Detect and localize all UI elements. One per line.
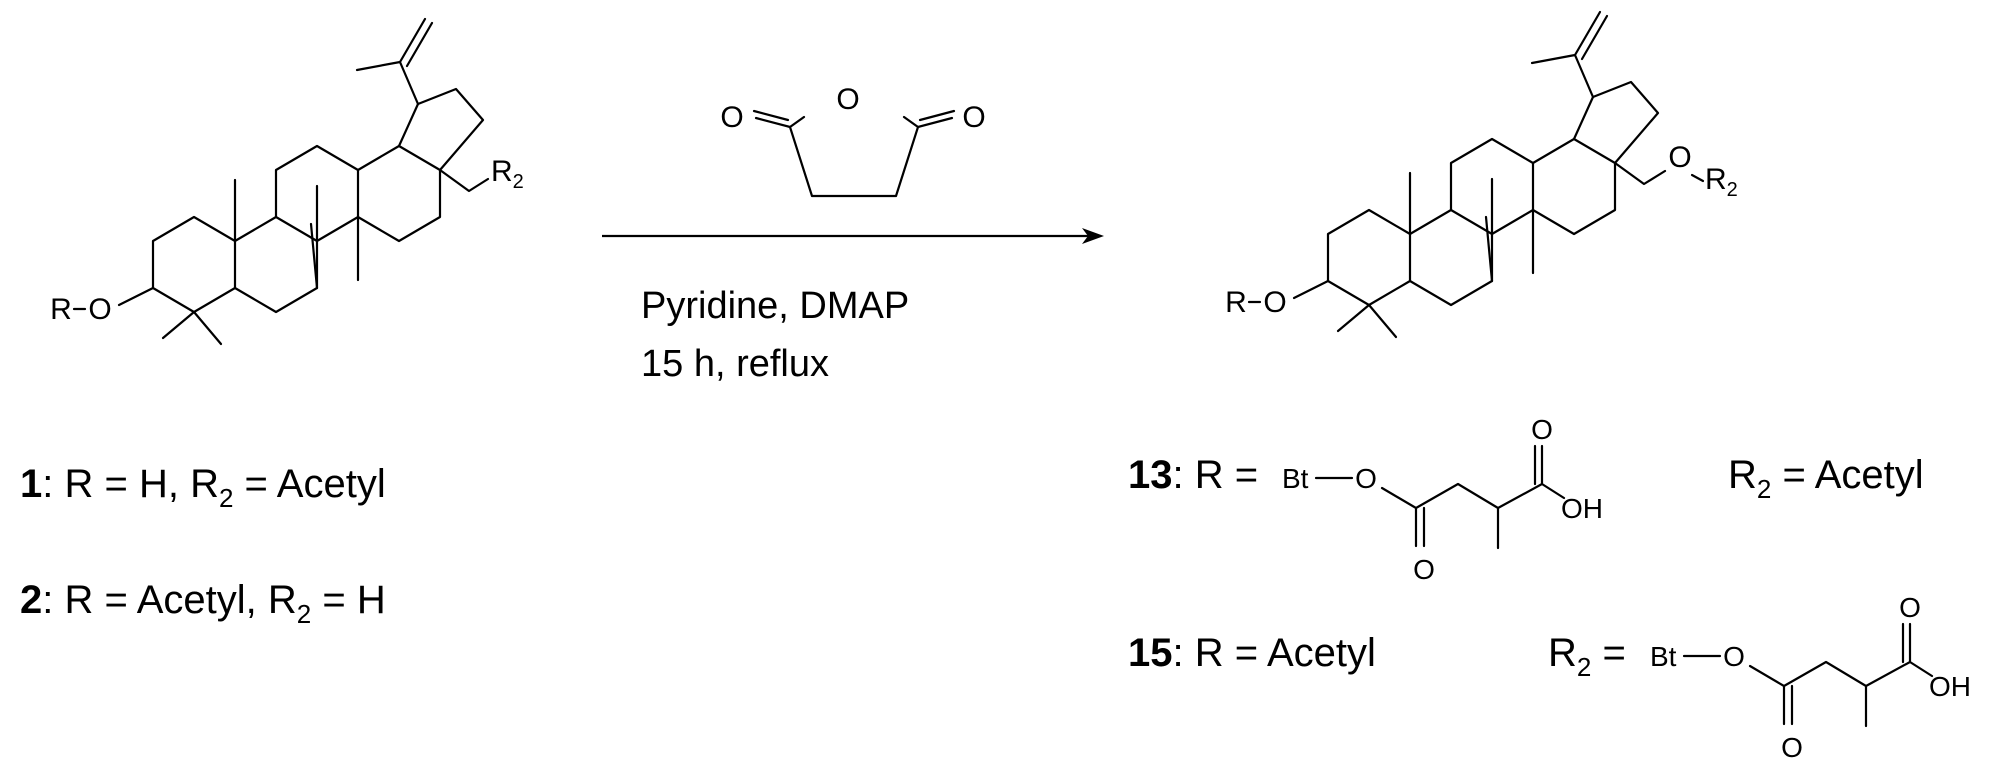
succinic-anhydride-structure: O O O (720, 83, 986, 198)
starting-material-structure: O R R2 (50, 17, 524, 346)
label-compound-13-r2: R2 = Acetyl (1728, 453, 1924, 504)
product-c3-o: O (1263, 286, 1286, 319)
product-r2: R2 (1705, 163, 1738, 201)
reaction-arrow (602, 228, 1104, 244)
start-r: R (50, 293, 72, 326)
product-structure: O R O R2 (1225, 10, 1738, 339)
start-c3-o: O (88, 293, 111, 326)
anhydride-carbonyl-o-left: O (720, 101, 743, 134)
anhydride-carbonyl-o-right: O (962, 101, 985, 134)
label-compound-15: 15: R = Acetyl (1128, 631, 1376, 675)
label-compound-13: 13: R = (1128, 453, 1258, 497)
reagent-conditions-line1: Pyridine, DMAP (641, 285, 909, 327)
r2-group-15-structure (1648, 590, 1973, 765)
start-r2: R2 (491, 155, 524, 193)
anhydride-ring-o: O (836, 83, 859, 116)
label-compound-15-r2: R2 = (1548, 631, 1626, 682)
product-c28-o: O (1668, 141, 1691, 174)
r-group-13-structure (1280, 412, 1605, 587)
product-r: R (1225, 286, 1247, 319)
reagent-conditions-line2: 15 h, reflux (641, 343, 829, 385)
label-compound-2: 2: R = Acetyl, R2 = H (20, 578, 386, 629)
label-compound-1: 1: R = H, R2 = Acetyl (20, 462, 386, 513)
